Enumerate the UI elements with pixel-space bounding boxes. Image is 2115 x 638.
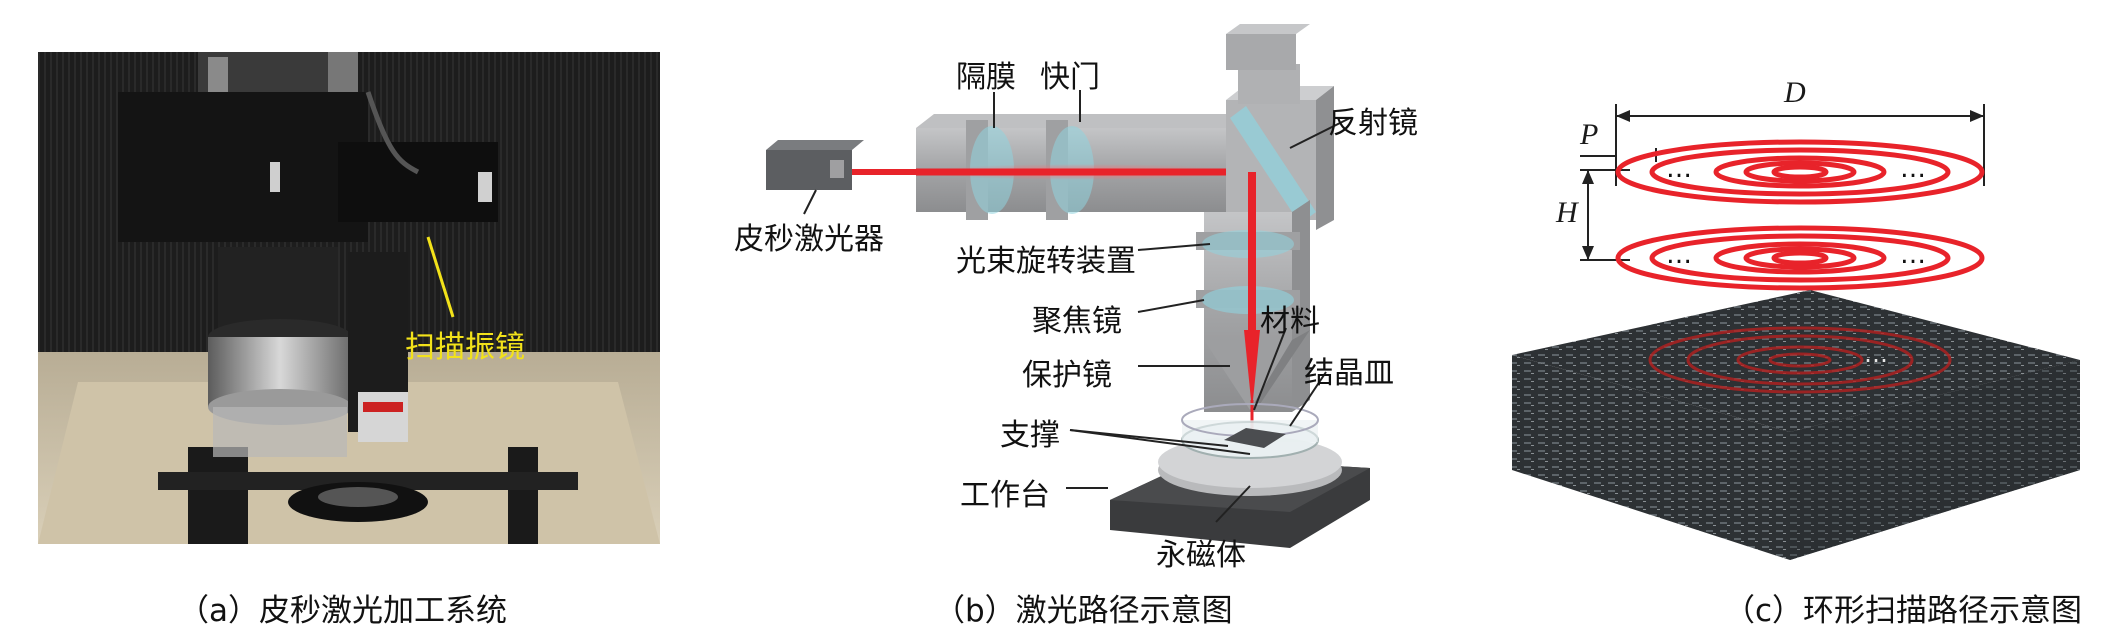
label-shutter: 快门 <box>1040 60 1100 95</box>
label-protect-lens: 保护镜 <box>1022 358 1112 393</box>
label-material: 材料 <box>1260 304 1320 339</box>
label-dish: 结晶皿 <box>1304 356 1394 391</box>
symbol-h: H <box>1556 196 1578 229</box>
upper-ring-set <box>1615 139 1985 205</box>
ellipsis-lower-left: … <box>1666 240 1692 270</box>
label-rotator: 光束旋转装置 <box>956 244 1136 279</box>
material-block <box>1224 428 1286 448</box>
label-mirror: 反射镜 <box>1328 106 1418 141</box>
ellipsis-upper-right: … <box>1900 154 1926 184</box>
ellipsis-lower-right: … <box>1900 240 1926 270</box>
caption-a: （a）皮秒激光加工系统 <box>178 593 507 629</box>
label-focus-lens: 聚焦镜 <box>1032 304 1122 339</box>
label-diaphragm: 隔膜 <box>956 60 1016 95</box>
caption-b: （b）激光路径示意图 <box>934 593 1233 629</box>
label-stage: 工作台 <box>960 478 1050 513</box>
label-scanner: 扫描振镜 <box>405 330 525 365</box>
label-support: 支撑 <box>1000 418 1060 453</box>
laser-system-photo <box>38 52 660 544</box>
ellipsis-block: … <box>1864 340 1888 368</box>
panel-a: 扫描振镜 <box>38 52 660 544</box>
ellipsis-upper-left: … <box>1666 154 1692 184</box>
laser-path-diagram <box>766 24 1370 548</box>
granite-block-top <box>1512 290 2080 432</box>
mirror-plate <box>1230 106 1316 224</box>
ring-scan-diagram <box>1512 104 2080 560</box>
panel-b: 隔膜 快门 反射镜 皮秒激光器 光束旋转装置 聚焦镜 材料 保护镜 结晶皿 支撑… <box>730 0 1450 580</box>
panel-c: D P H … … … … … <box>1480 0 2110 580</box>
lower-ring-set <box>1615 225 1985 291</box>
symbol-d: D <box>1784 76 1806 109</box>
caption-c: （c）环形扫描路径示意图 <box>1724 593 2083 629</box>
label-laser: 皮秒激光器 <box>734 222 884 257</box>
engraved-rings <box>1648 326 1952 394</box>
label-magnet: 永磁体 <box>1156 538 1246 573</box>
symbol-p: P <box>1580 118 1599 151</box>
